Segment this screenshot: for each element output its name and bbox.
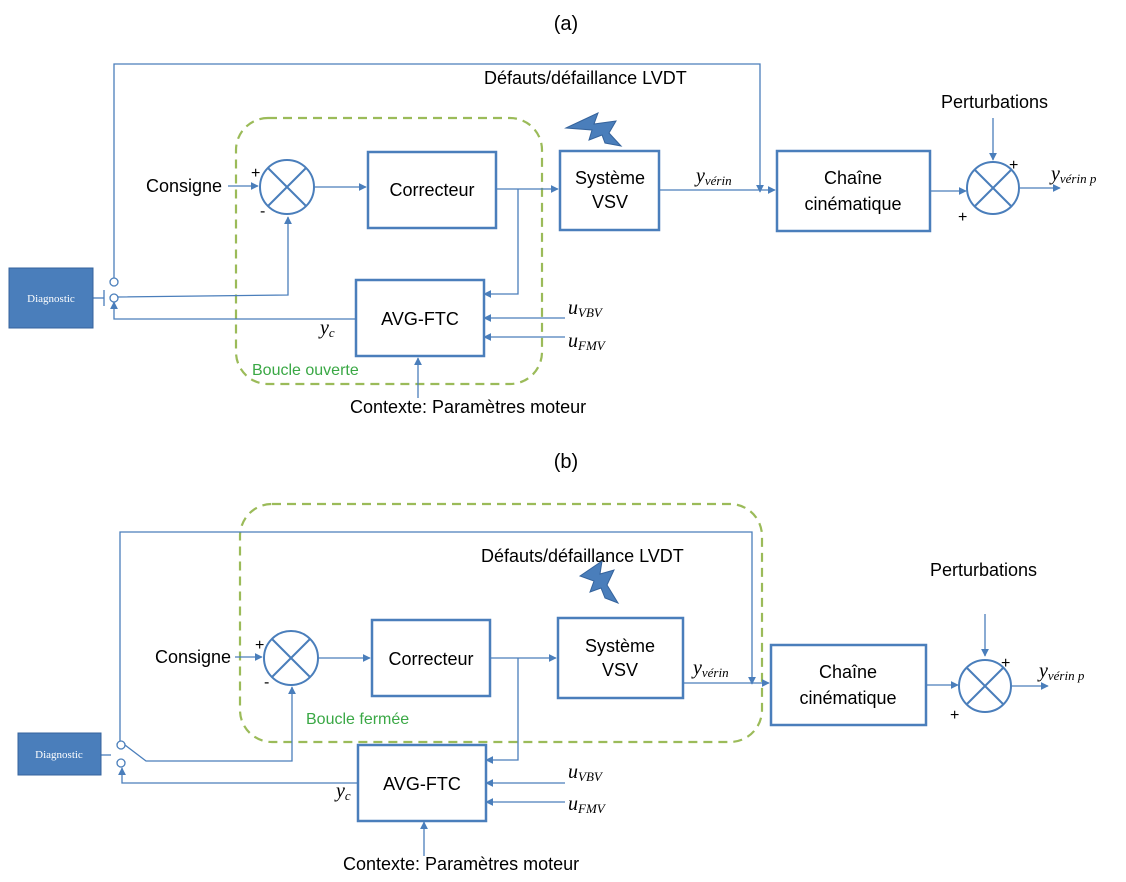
minus-sign: - — [264, 674, 269, 691]
summing-junction-perturbation — [966, 161, 1020, 215]
switch-contact-bottom — [116, 758, 126, 768]
loop-label: Boucle fermée — [306, 711, 409, 728]
yc-wire — [118, 767, 358, 784]
diagram-a: (a) Boucle ouverte + - Consigne — [8, 13, 1097, 417]
open-loop-boundary — [234, 116, 544, 386]
correcteur-label: Correcteur — [389, 180, 474, 200]
minus-sign: - — [260, 203, 265, 220]
y-verin-label: yvérin — [691, 657, 729, 680]
correcteur-block — [366, 150, 498, 230]
plus-sign: + — [255, 637, 264, 654]
defauts-label: Défauts/défaillance LVDT — [481, 546, 684, 566]
consigne-label: Consigne — [146, 176, 222, 196]
plus-sign-left: + — [958, 209, 967, 226]
contexte-label: Contexte: Paramètres moteur — [350, 397, 586, 417]
chaine-cinematique-block — [769, 643, 928, 727]
closed-loop-boundary — [238, 502, 764, 744]
correcteur-label: Correcteur — [388, 649, 473, 669]
plus-sign: + — [251, 165, 260, 182]
systeme-label-line1: Système — [585, 636, 655, 656]
switch-contact-top — [116, 740, 126, 750]
plus-sign-top: + — [1001, 655, 1010, 672]
yc-wire — [110, 301, 356, 320]
systeme-vsv-block — [558, 149, 661, 232]
perturbations-label: Perturbations — [930, 560, 1037, 580]
diagram-title: (b) — [554, 451, 578, 473]
diagnostic-label: Diagnostic — [27, 293, 75, 305]
defauts-label: Défauts/défaillance LVDT — [484, 68, 687, 88]
diagram-title: (a) — [554, 13, 578, 35]
systeme-label-line1: Système — [575, 168, 645, 188]
consigne-label: Consigne — [155, 647, 231, 667]
avg-ftc-label: AVG-FTC — [383, 774, 461, 794]
avg-ftc-block — [356, 743, 488, 823]
feedback-wire — [117, 216, 292, 298]
command-to-avg-wire — [483, 189, 519, 298]
u-fmv-label: uFMV — [568, 330, 607, 353]
avg-ftc-block — [354, 278, 486, 358]
fault-lightning-icon — [578, 559, 620, 604]
correcteur-block — [370, 618, 492, 698]
y-c-label: yc — [318, 317, 335, 340]
fault-lightning-icon — [564, 112, 623, 147]
loop-label: Boucle ouverte — [252, 362, 359, 379]
diagnostic-bypass-wire — [113, 63, 764, 278]
switch-contact-top — [109, 277, 119, 287]
systeme-label-line2: VSV — [592, 192, 628, 212]
command-to-avg-wire — [485, 658, 519, 764]
summing-junction-perturbation — [958, 659, 1012, 713]
feedback-wire — [124, 686, 296, 762]
y-verin-label: yvérin — [694, 165, 732, 188]
avg-ftc-label: AVG-FTC — [381, 309, 459, 329]
perturbations-label: Perturbations — [941, 92, 1048, 112]
u-fmv-label: uFMV — [568, 793, 607, 816]
chaine-cinematique-block — [775, 149, 932, 233]
y-c-label: yc — [334, 780, 351, 803]
u-vbv-label: uVBV — [568, 761, 604, 784]
systeme-vsv-block — [556, 616, 685, 700]
switch-contact-bottom — [109, 293, 119, 303]
u-vbv-label: uVBV — [568, 297, 604, 320]
chaine-label-line1: Chaîne — [824, 168, 882, 188]
diagnostic-bypass-wire — [119, 531, 756, 745]
y-verin-p-label: yvérin p — [1049, 163, 1097, 186]
chaine-label-line1: Chaîne — [819, 662, 877, 682]
y-verin-p-label: yvérin p — [1037, 660, 1085, 683]
contexte-label: Contexte: Paramètres moteur — [343, 854, 579, 874]
diagnostic-label: Diagnostic — [35, 749, 83, 761]
summing-junction — [259, 159, 315, 215]
diagnostic-block — [8, 267, 94, 329]
plus-sign-top: + — [1009, 157, 1018, 174]
diagnostic-block — [17, 732, 102, 776]
chaine-label-line2: cinématique — [799, 688, 896, 708]
systeme-label-line2: VSV — [602, 660, 638, 680]
plus-sign-left: + — [950, 707, 959, 724]
diagram-b: (b) Boucle fermée + - Consigne — [17, 451, 1085, 874]
chaine-label-line2: cinématique — [804, 194, 901, 214]
summing-junction — [263, 630, 319, 686]
